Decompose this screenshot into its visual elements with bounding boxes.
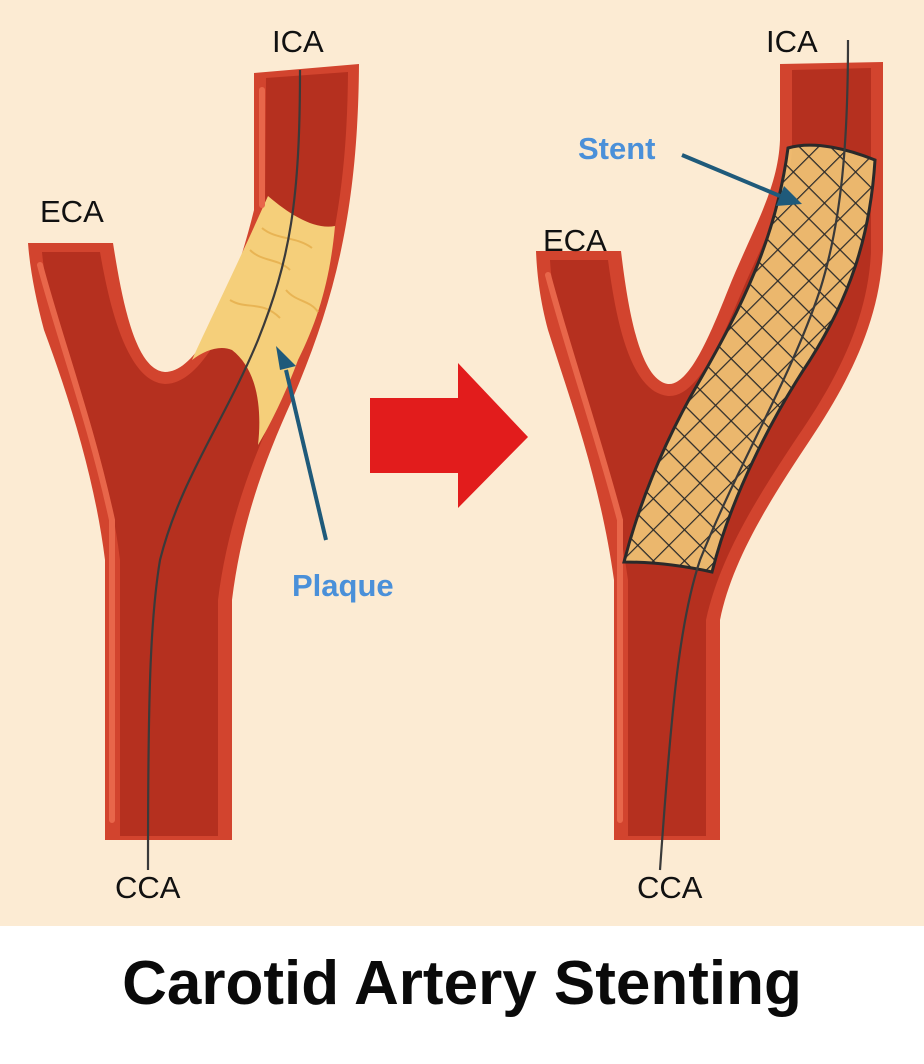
page-title: Carotid Artery Stenting [122, 949, 802, 1018]
illustration-svg [28, 39, 883, 871]
transition-arrow [370, 363, 528, 508]
plaque-deposit [192, 196, 335, 445]
before-artery [28, 64, 359, 871]
before-ica-label: ICA [272, 24, 324, 59]
after-cca-label: CCA [637, 870, 703, 905]
stent-callout-label: Stent [578, 131, 656, 166]
before-eca-label: ECA [40, 194, 104, 229]
diagram-panel: ECA ICA CCA Plaque ECA ICA CCA Stent [0, 0, 924, 926]
before-cca-label: CCA [115, 870, 181, 905]
plaque-callout-arrow [276, 346, 328, 541]
stent-callout-arrow [681, 153, 802, 206]
after-guide-wire [658, 39, 850, 871]
plaque-callout-label: Plaque [292, 568, 394, 603]
after-ica-label: ICA [766, 24, 818, 59]
after-artery [536, 39, 883, 871]
after-eca-label: ECA [543, 223, 607, 258]
plaque-texture [229, 227, 319, 319]
after-artery-highlight [545, 272, 623, 823]
stent-mesh [622, 143, 877, 574]
before-guide-wire [146, 69, 302, 871]
before-artery-highlight [37, 262, 115, 823]
